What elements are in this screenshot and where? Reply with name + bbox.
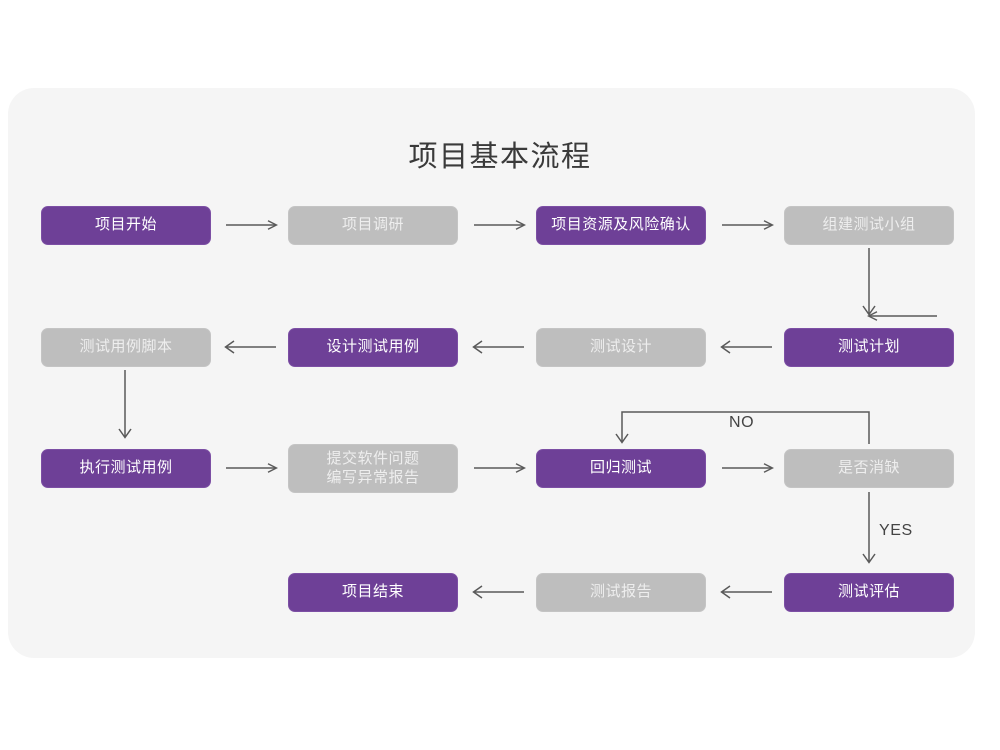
edge-label-no: NO [729, 414, 755, 431]
node-test-report[interactable]: 测试报告 [536, 573, 706, 612]
node-design-test-case[interactable]: 设计测试用例 [288, 328, 458, 367]
node-resource-risk-confirm[interactable]: 项目资源及风险确认 [536, 206, 706, 245]
node-project-research[interactable]: 项目调研 [288, 206, 458, 245]
node-project-start[interactable]: 项目开始 [41, 206, 211, 245]
edge-label-yes: YES [879, 522, 913, 539]
node-test-case-script[interactable]: 测试用例脚本 [41, 328, 211, 367]
node-submit-defect-report[interactable]: 提交软件问题 编写异常报告 [288, 444, 458, 493]
node-regression-test[interactable]: 回归测试 [536, 449, 706, 488]
node-test-evaluation[interactable]: 测试评估 [784, 573, 954, 612]
node-test-plan[interactable]: 测试计划 [784, 328, 954, 367]
node-execute-test-case[interactable]: 执行测试用例 [41, 449, 211, 488]
node-test-design[interactable]: 测试设计 [536, 328, 706, 367]
node-project-end[interactable]: 项目结束 [288, 573, 458, 612]
node-defect-cleared[interactable]: 是否消缺 [784, 449, 954, 488]
page-title: 项目基本流程 [408, 141, 592, 173]
node-form-test-team[interactable]: 组建测试小组 [784, 206, 954, 245]
flowchart-card [8, 88, 975, 658]
